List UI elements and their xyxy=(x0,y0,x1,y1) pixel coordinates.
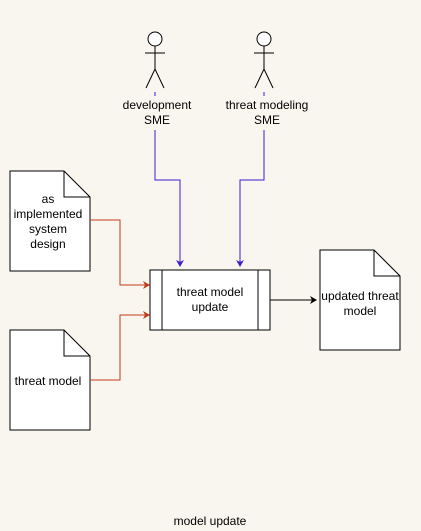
threat-model-update-label: threat model update xyxy=(176,285,244,314)
edge-tm-to-update xyxy=(236,92,265,267)
edge-design-to-update xyxy=(90,219,150,289)
threat-model-document xyxy=(9,329,91,431)
system-design-label: as implemented system design xyxy=(13,192,83,251)
edge-dev-to-update xyxy=(154,92,184,267)
updated-threat-model-label: updated threat model xyxy=(321,289,399,318)
diagram-caption: model update xyxy=(173,513,247,528)
updated-threat-model-document xyxy=(319,249,401,351)
threat-modeling-sme-label: threat modeling SME xyxy=(218,96,316,130)
edge-model-to-update xyxy=(90,311,150,381)
development-sme-label: development SME xyxy=(112,96,202,130)
system-design-document xyxy=(9,170,91,272)
development-sme-actor xyxy=(145,31,165,89)
threat-model-label: threat model xyxy=(14,373,82,388)
threat-modeling-sme-actor xyxy=(254,31,274,89)
threat-model-update-process xyxy=(149,269,271,331)
